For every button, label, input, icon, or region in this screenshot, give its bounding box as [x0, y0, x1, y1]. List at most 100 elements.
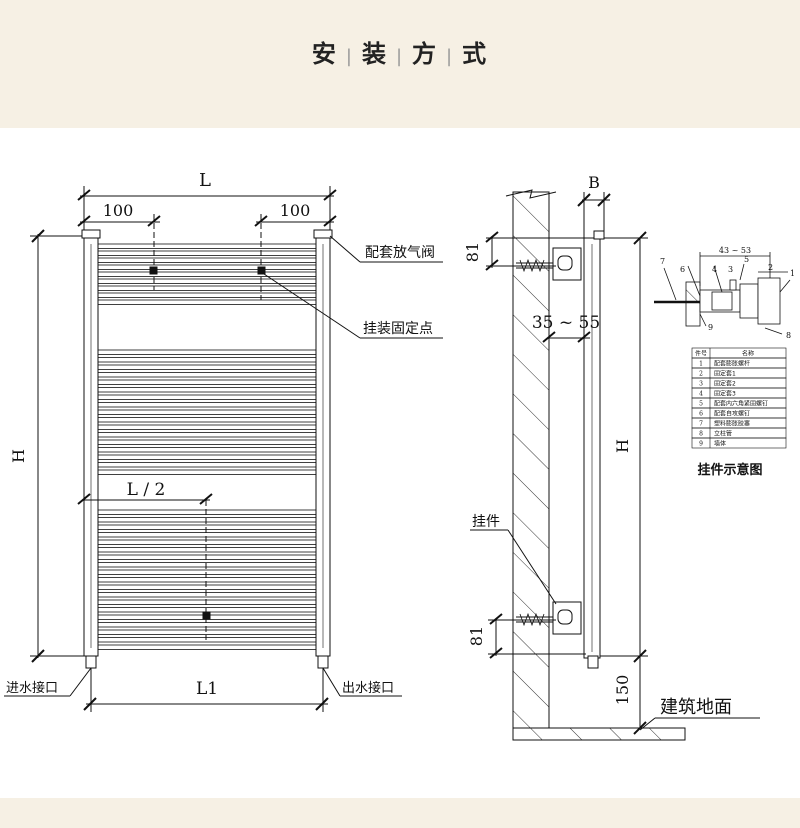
radiator-rung [97, 539, 317, 545]
side-view [470, 189, 760, 741]
radiator-rung [97, 592, 317, 598]
table-cell-number: 8 [699, 431, 703, 438]
radiator-rung [97, 554, 317, 560]
radiator-rung [97, 278, 317, 284]
radiator-rung [97, 524, 317, 530]
radiator-rung [97, 250, 317, 256]
table-cell-number: 1 [699, 361, 703, 368]
table-cell-number: 6 [699, 411, 703, 418]
table-row [691, 377, 787, 389]
table-cell-name: 塑料膨胀胶塞 [714, 420, 750, 428]
radiator-rung [97, 584, 317, 590]
radiator-rung [97, 454, 317, 460]
detail-callout: 3 [728, 265, 733, 274]
header-band [0, 0, 800, 128]
radiator-rung [97, 599, 317, 605]
label-air-valve: 配套放气阀 [365, 245, 435, 261]
radiator-rung [97, 462, 317, 468]
detail-callout: 1 [790, 269, 795, 278]
dim-label-35-55: 35 ~ 55 [532, 313, 600, 333]
radiator-rungs [97, 243, 317, 650]
table-cell-name: 配套内六角紧固螺钉 [714, 400, 768, 408]
radiator-rung [97, 424, 317, 430]
radiator-rung [97, 569, 317, 575]
dim-label-100-right: 100 [280, 201, 311, 220]
dim-label-L-half: L / 2 [127, 480, 166, 500]
radiator-rung [97, 644, 317, 650]
table-cell-name: 立柱管 [714, 430, 732, 438]
table-cell-name: 配套膨胀螺杆 [714, 360, 750, 368]
radiator-rung [97, 607, 317, 613]
label-floor: 建筑地面 [660, 697, 732, 718]
dim-label-L: L [199, 170, 211, 191]
title-char-1: 安 [311, 40, 338, 68]
title-separator: | [446, 46, 455, 67]
table-cell-name: 名称 [742, 350, 754, 358]
label-mount-point: 挂装固定点 [363, 321, 433, 337]
radiator-rung [97, 257, 317, 263]
detail-callouts: 7 6 4 3 5 2 1 9 8 [660, 255, 795, 340]
detail-callout: 2 [768, 263, 773, 272]
mount-point-left [149, 266, 158, 275]
radiator-rung [97, 271, 317, 277]
radiator-rung [97, 562, 317, 568]
dim-label-L1: L1 [196, 679, 218, 699]
radiator-rung [97, 243, 317, 249]
radiator-rung [97, 439, 317, 445]
label-outlet: 出水接口 [342, 680, 394, 696]
title-separator: | [345, 46, 354, 67]
radiator-rung [97, 299, 317, 305]
title-char-4: 式 [462, 40, 489, 68]
label-hanger: 挂件 [472, 514, 500, 530]
radiator-rung [97, 637, 317, 643]
radiator-rung [97, 292, 317, 298]
radiator-rung [97, 447, 317, 453]
radiator-rung [97, 264, 317, 270]
detail-callout: 7 [660, 257, 665, 266]
table-cell-name: 配套自攻螺钉 [714, 410, 750, 418]
radiator-rung [97, 285, 317, 291]
radiator-rung [97, 622, 317, 628]
radiator-rung [97, 372, 317, 378]
table-cell-number: 2 [699, 371, 703, 378]
radiator-rung [97, 379, 317, 385]
dim-label-81-top: 81 [463, 242, 482, 262]
table-row [691, 437, 787, 449]
dim-label-100-left: 100 [103, 201, 134, 220]
table-cell-number: 5 [699, 401, 703, 408]
title-char-2: 装 [361, 40, 388, 68]
table-cell-number: 9 [699, 441, 703, 448]
mount-point-right [257, 266, 266, 275]
radiator-rung [97, 402, 317, 408]
page-title: 安|装|方|式 [0, 34, 800, 69]
title-char-3: 方 [412, 40, 439, 68]
detail-callout: 8 [786, 331, 791, 340]
radiator-rung [97, 517, 317, 523]
radiator-rung [97, 364, 317, 370]
table-cell-name: 墙体 [714, 440, 726, 448]
detail-callout: 5 [744, 255, 749, 264]
radiator-rung [97, 469, 317, 475]
table-row [691, 427, 787, 439]
radiator-rung [97, 577, 317, 583]
detail-callout: 4 [712, 265, 717, 274]
table-cell-name: 固定套1 [714, 370, 736, 378]
radiator-rung [97, 547, 317, 553]
radiator-rung [97, 409, 317, 415]
label-inlet: 进水接口 [6, 680, 58, 696]
front-view [30, 186, 337, 663]
detail-callout: 9 [708, 323, 713, 332]
hanger-detail [654, 252, 791, 335]
radiator-rung [97, 357, 317, 363]
table-cell-name: 固定套3 [714, 390, 736, 398]
detail-caption: 挂件示意图 [697, 462, 762, 478]
table-cell-number: 件号 [695, 350, 707, 358]
radiator-rung [97, 629, 317, 635]
detail-callout: 6 [680, 265, 685, 274]
table-row [691, 387, 787, 399]
radiator-rung [97, 349, 317, 355]
radiator-rung [97, 417, 317, 423]
dim-label-H-front: H [9, 449, 28, 463]
table-cell-number: 3 [699, 381, 703, 388]
